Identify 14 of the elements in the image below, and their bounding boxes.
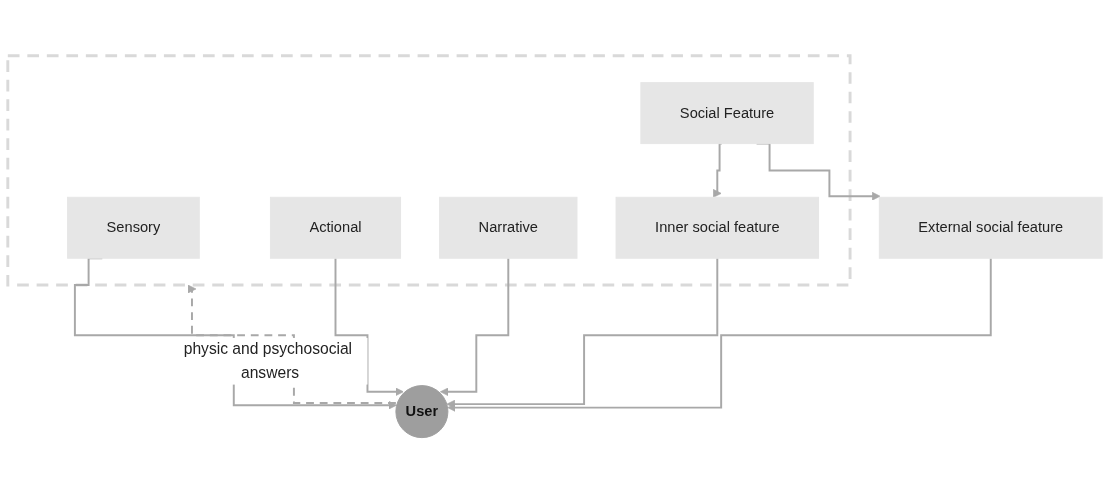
edge-label: physic and psychosocial answers — [183, 340, 353, 381]
arrow — [446, 257, 719, 409]
node-box: External social feature — [878, 196, 1103, 259]
arrow — [447, 257, 992, 412]
node-box: Inner social feature — [615, 196, 820, 259]
node-box: Narrative — [439, 196, 578, 259]
node-circle: User — [395, 384, 449, 438]
node-box: Social Feature — [640, 81, 814, 144]
arrow — [713, 142, 723, 198]
node-box: Actional — [269, 196, 402, 259]
cluster — [6, 54, 852, 287]
arrow — [440, 257, 510, 396]
arrow — [187, 284, 397, 404]
node-box: Sensory — [67, 196, 200, 259]
